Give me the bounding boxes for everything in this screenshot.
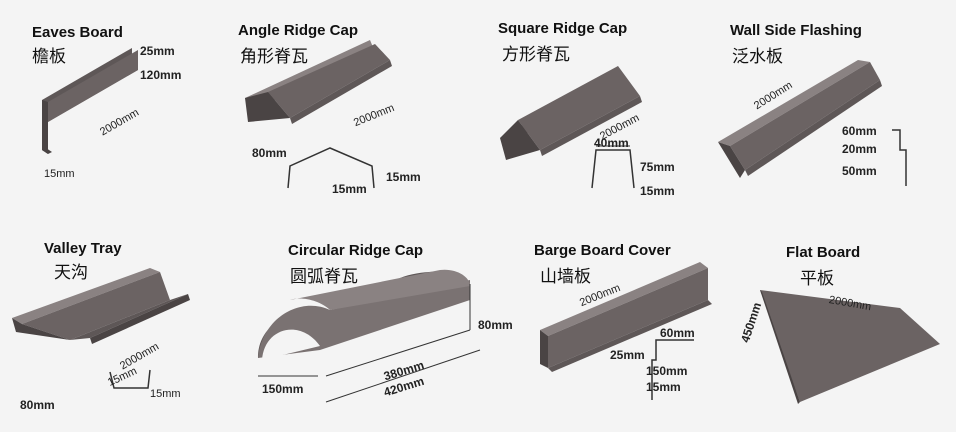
angle-ridge-cap-dim-15b: 15mm [386, 170, 421, 184]
circular-ridge-cap-drawing [258, 269, 481, 403]
wall-side-flashing-dim-20: 20mm [842, 142, 877, 156]
angle-ridge-cap-dim-80: 80mm [252, 146, 287, 160]
wall-side-flashing-drawing [718, 60, 907, 186]
wall-side-flashing-cn: 泛水板 [732, 47, 783, 67]
barge-board-cover-cn: 山墙板 [540, 267, 591, 287]
valley-tray-drawing [12, 268, 190, 389]
square-ridge-cap-dim-75: 75mm [640, 160, 675, 174]
flat-board-title: Flat Board [786, 244, 861, 261]
valley-tray-dim-15b: 15mm [150, 388, 181, 400]
eaves-board-drawing [42, 48, 138, 154]
wall-side-flashing-title: Wall Side Flashing [730, 22, 862, 39]
barge-board-cover-dim-15: 15mm [646, 380, 681, 394]
wall-side-flashing-dim-50: 50mm [842, 164, 877, 178]
square-ridge-cap-title: Square Ridge Cap [498, 20, 628, 37]
angle-ridge-cap-drawing [245, 40, 392, 189]
valley-tray-title: Valley Tray [44, 240, 122, 257]
square-ridge-cap-cn: 方形脊瓦 [502, 45, 570, 65]
circular-ridge-cap-cn: 圆弧脊瓦 [290, 267, 358, 287]
barge-board-cover-dim-60: 60mm [660, 326, 695, 340]
square-ridge-cap-dim-40: 40mm [594, 136, 629, 150]
eaves-board-title: Eaves Board [32, 24, 123, 41]
angle-ridge-cap-dim-15a: 15mm [332, 182, 367, 196]
circular-ridge-cap-title: Circular Ridge Cap [288, 242, 424, 259]
barge-board-cover-title: Barge Board Cover [534, 242, 671, 259]
circular-ridge-cap-dim-150: 150mm [262, 382, 304, 396]
angle-ridge-cap-cn: 角形脊瓦 [240, 47, 308, 67]
barge-board-cover-drawing [540, 262, 712, 400]
eaves-board-dim-25: 25mm [140, 44, 175, 58]
wall-side-flashing-dim-60: 60mm [842, 124, 877, 138]
barge-board-cover-dim-25: 25mm [610, 348, 645, 362]
square-ridge-cap-drawing [500, 66, 642, 189]
valley-tray-cn: 天沟 [54, 263, 88, 283]
eaves-board-cn: 檐板 [32, 47, 66, 67]
valley-tray-dim-80: 80mm [20, 398, 55, 412]
circular-ridge-cap-dim-80: 80mm [478, 318, 513, 332]
eaves-board-dim-15: 15mm [44, 168, 75, 180]
angle-ridge-cap-title: Angle Ridge Cap [238, 22, 359, 39]
square-ridge-cap-dim-15: 15mm [640, 184, 675, 198]
flat-board-drawing [760, 290, 940, 404]
barge-board-cover-dim-150: 150mm [646, 364, 688, 378]
eaves-board-dim-120: 120mm [140, 68, 182, 82]
flat-board-cn: 平板 [800, 269, 834, 289]
